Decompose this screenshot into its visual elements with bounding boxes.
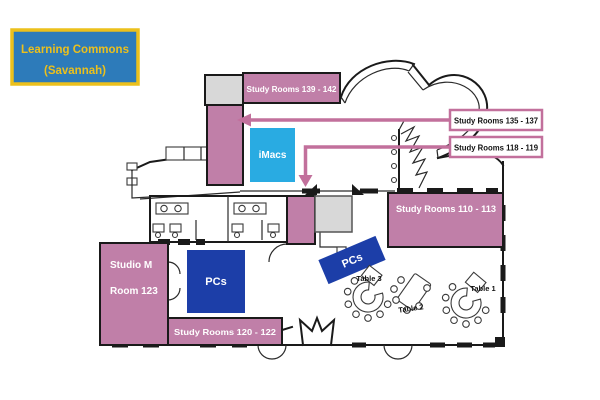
label-room-123: Room 123 xyxy=(110,286,158,297)
label-study-110-113: Study Rooms 110 - 113 xyxy=(396,204,496,215)
area-pcs-center xyxy=(318,235,386,285)
annotations: Study Rooms 135 - 137 Study Rooms 118 - … xyxy=(10,28,544,187)
restrooms xyxy=(149,191,309,245)
callout-study-118-119: Study Rooms 118 - 119 xyxy=(448,135,544,159)
room-overlays xyxy=(99,72,504,346)
room-gray-stairs xyxy=(314,195,353,233)
label-study-120-122: Study Rooms 120 - 122 xyxy=(174,327,276,337)
room-study-120-122 xyxy=(167,317,283,346)
room-labels: Study Rooms 139 - 142 iMacs Study Rooms … xyxy=(110,84,496,337)
label-table-1: Table 1 xyxy=(470,284,495,293)
arrowhead-down-icon xyxy=(298,175,313,187)
tables: Table 3 Table 1 xyxy=(343,264,496,328)
room-study-139-142 xyxy=(242,72,341,104)
table-2: Table 2 xyxy=(390,273,432,315)
legend-title-line2: (Savannah) xyxy=(44,65,106,77)
room-studio-m xyxy=(99,242,169,346)
table-1: Table 1 xyxy=(441,271,496,328)
label-table-2: Table 2 xyxy=(398,302,424,314)
label-pcs-left: PCs xyxy=(205,276,226,288)
label-study-139-142: Study Rooms 139 - 142 xyxy=(247,84,337,94)
callout-study-118-119-text: Study Rooms 118 - 119 xyxy=(454,144,538,153)
table-3: Table 3 xyxy=(343,264,392,322)
arrowhead-left-icon xyxy=(237,113,251,127)
callout-study-135-137: Study Rooms 135 - 137 xyxy=(448,108,544,132)
arrow-to-stairs xyxy=(303,145,450,176)
area-imacs xyxy=(250,128,295,182)
label-studio-m: Studio M xyxy=(110,260,152,271)
room-study-110-113 xyxy=(387,192,504,248)
area-pcs-left xyxy=(187,250,245,313)
stairs xyxy=(390,118,429,192)
label-table-3: Table 3 xyxy=(356,274,381,283)
callout-study-135-137-text: Study Rooms 135 - 137 xyxy=(454,117,538,126)
label-imacs: iMacs xyxy=(259,150,287,161)
room-center-pink xyxy=(286,195,316,245)
legend-title-line1: Learning Commons xyxy=(21,44,129,56)
legend-box: Learning Commons (Savannah) xyxy=(10,28,140,86)
room-vertical-pink xyxy=(206,104,244,186)
room-gray-upper xyxy=(204,74,244,106)
